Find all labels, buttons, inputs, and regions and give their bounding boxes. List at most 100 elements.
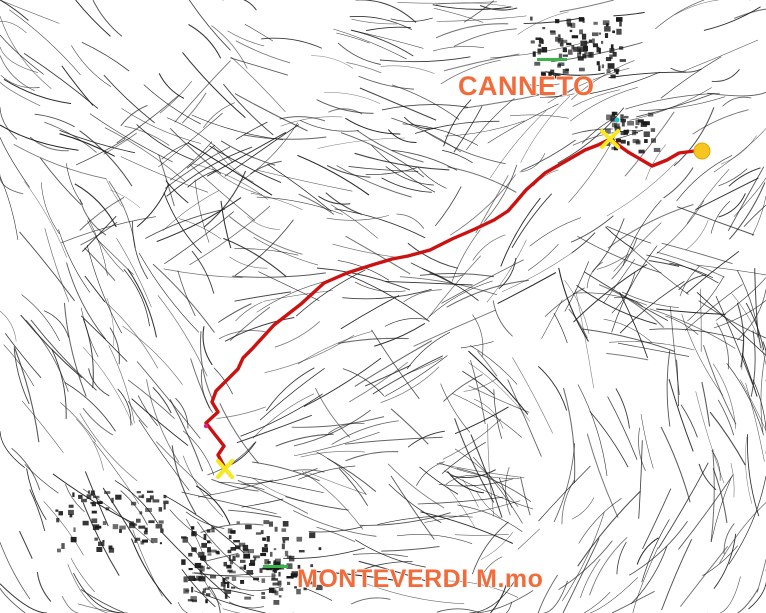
contour-line <box>81 41 130 72</box>
canneto-waypoint-marker[interactable] <box>600 129 620 149</box>
village-building <box>596 46 600 53</box>
contour-line <box>619 292 649 359</box>
village-building <box>261 547 268 553</box>
contour-line <box>577 384 608 476</box>
village-building <box>194 562 202 569</box>
village-building <box>227 583 230 588</box>
contour-line <box>298 465 356 480</box>
contour-line <box>80 589 125 613</box>
village-building <box>310 564 314 568</box>
contour-line <box>0 81 41 107</box>
village-building <box>191 547 197 552</box>
contour-line <box>710 200 731 234</box>
contour-line <box>0 75 40 89</box>
contour-line <box>244 23 274 42</box>
contour-line <box>648 259 680 267</box>
village-building <box>73 527 76 532</box>
contour-line <box>571 232 596 254</box>
contour-line <box>638 440 643 519</box>
village-building <box>620 139 626 144</box>
village-building <box>102 521 107 525</box>
start-point-marker[interactable] <box>693 142 711 160</box>
contour-line <box>615 388 630 429</box>
village-building <box>297 564 301 569</box>
village-building <box>612 51 617 57</box>
contour-line <box>186 144 216 169</box>
village-building <box>309 532 316 539</box>
village-building <box>263 520 270 525</box>
contour-line <box>64 382 116 432</box>
contour-line <box>340 295 400 330</box>
village-building <box>188 552 193 557</box>
monteverdi-waypoint-marker[interactable] <box>216 459 234 479</box>
contour-line <box>469 574 520 613</box>
village-building <box>72 492 75 497</box>
village-building <box>223 585 226 591</box>
village-building <box>240 580 245 584</box>
village-building <box>566 18 572 25</box>
contour-line <box>337 42 381 65</box>
cyan-point-marker <box>614 117 620 123</box>
contour-line <box>227 30 265 47</box>
contour-line <box>531 92 575 97</box>
contour-line <box>80 315 128 362</box>
contour-line <box>391 117 462 153</box>
village-building <box>562 69 569 74</box>
village-building <box>246 570 254 575</box>
village-building <box>247 549 254 554</box>
village-building <box>92 495 100 499</box>
contour-line <box>351 29 424 49</box>
contour-line <box>352 553 409 558</box>
contour-line <box>138 419 190 491</box>
village-building <box>557 63 561 68</box>
village-building <box>582 53 587 59</box>
contour-line <box>606 161 677 217</box>
village-building <box>550 30 556 35</box>
village-building <box>227 549 232 554</box>
village-building <box>224 589 232 594</box>
village-building <box>550 69 555 76</box>
contour-line <box>509 114 569 119</box>
village-building <box>616 28 622 35</box>
contour-line <box>606 225 652 244</box>
contour-line <box>336 32 370 44</box>
contour-line <box>658 462 709 549</box>
contour-line <box>127 400 148 428</box>
contour-line <box>164 211 234 265</box>
contour-line <box>189 164 256 221</box>
contour-line <box>453 106 483 153</box>
village-building <box>611 146 618 150</box>
contour-line <box>403 289 442 303</box>
village-building <box>623 129 628 135</box>
contour-line <box>424 500 521 523</box>
village-building <box>102 540 105 543</box>
contour-line <box>232 272 326 278</box>
contour-line <box>718 168 748 187</box>
contour-line <box>611 237 638 280</box>
contour-line <box>532 169 559 187</box>
village-building <box>191 586 194 593</box>
village-building <box>596 61 600 66</box>
route-line[interactable] <box>204 137 704 468</box>
village-building <box>268 521 273 527</box>
contour-line <box>686 168 730 224</box>
village-building <box>623 115 629 119</box>
contour-line <box>703 6 761 31</box>
contour-line <box>106 297 115 347</box>
contour-line <box>29 136 69 152</box>
village-building <box>278 595 282 598</box>
village-building <box>288 555 295 562</box>
contour-line <box>613 11 645 17</box>
contour-line <box>469 345 518 385</box>
contour-line <box>562 387 576 484</box>
village-building <box>55 509 59 512</box>
contour-line <box>82 407 114 436</box>
village-building <box>240 559 246 563</box>
village-building <box>87 490 91 494</box>
contour-line <box>709 411 746 466</box>
contour-line <box>751 195 766 237</box>
contour-line <box>346 62 382 74</box>
village-building <box>190 596 197 602</box>
contour-line <box>544 287 585 318</box>
